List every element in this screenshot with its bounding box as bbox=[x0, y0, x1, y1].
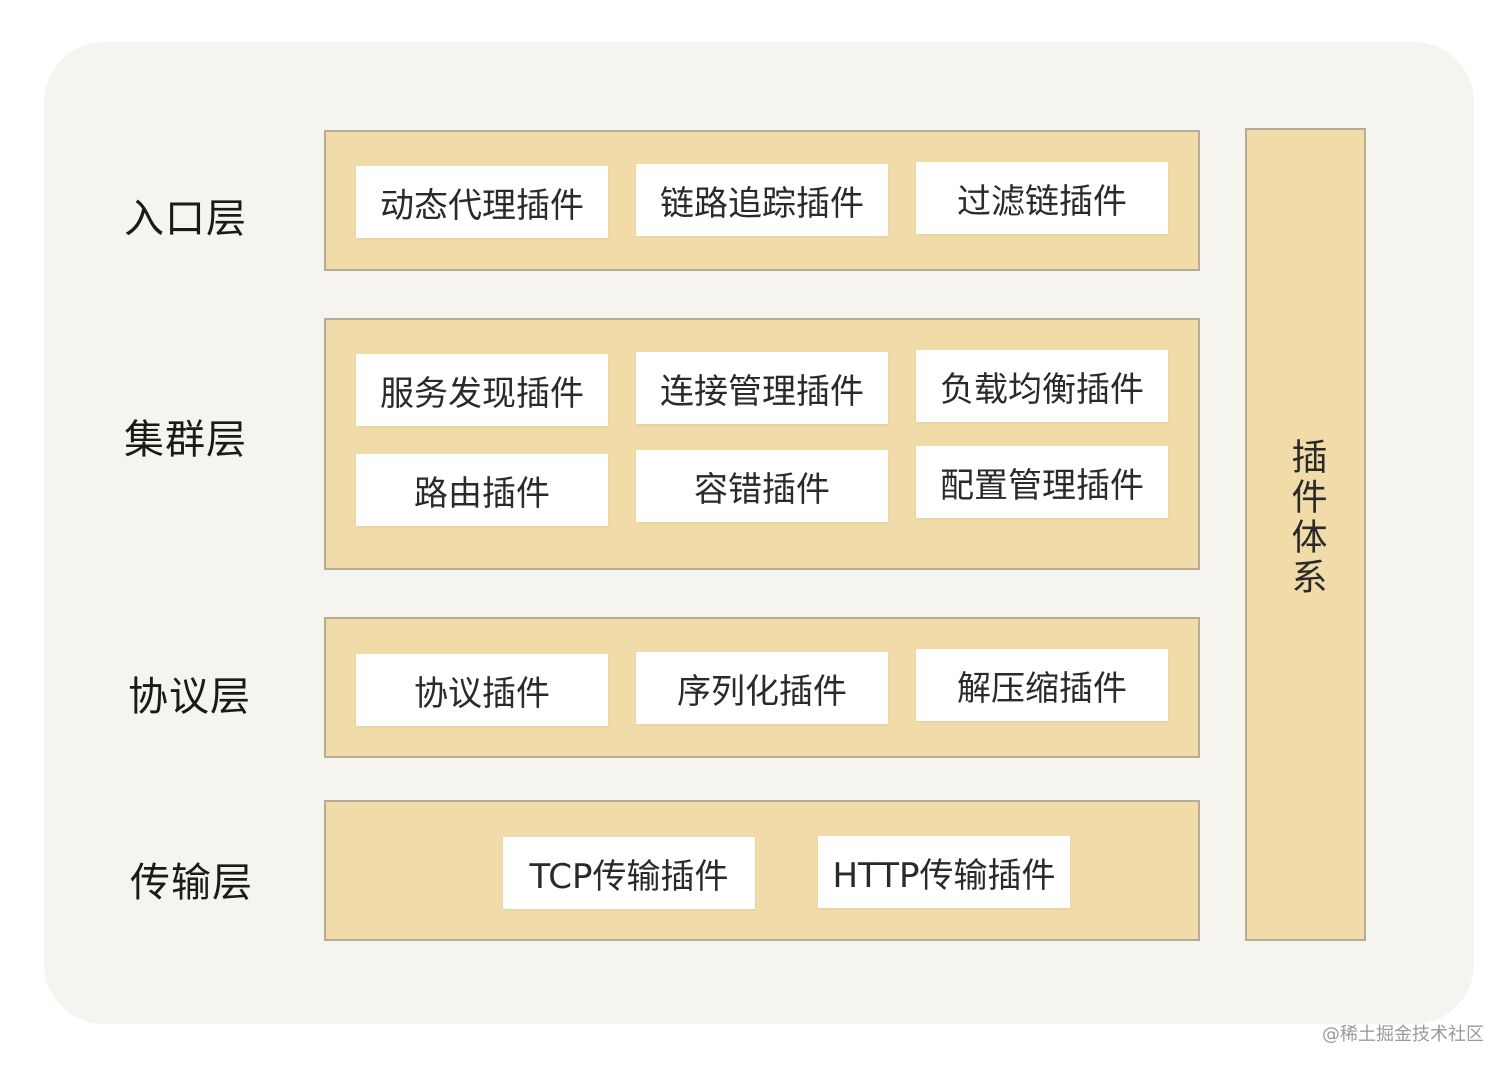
plugin-config-management: 配置管理插件 bbox=[916, 446, 1168, 518]
plugin-trace: 链路追踪插件 bbox=[636, 164, 888, 236]
plugin-compression: 解压缩插件 bbox=[916, 649, 1168, 721]
plugin-connection-management: 连接管理插件 bbox=[636, 352, 888, 424]
plugin-tcp-transport: TCP传输插件 bbox=[503, 837, 755, 909]
plugin-protocol: 协议插件 bbox=[356, 654, 608, 726]
plugin-system-box: 插件体系 bbox=[1245, 128, 1366, 941]
plugin-http-transport: HTTP传输插件 bbox=[818, 836, 1070, 908]
layer-label-transport: 传输层 bbox=[130, 860, 253, 906]
plugin-routing: 路由插件 bbox=[356, 454, 608, 526]
plugin-service-discovery: 服务发现插件 bbox=[356, 354, 608, 426]
plugin-system-label: 插件体系 bbox=[1285, 438, 1327, 598]
plugin-dynamic-proxy: 动态代理插件 bbox=[356, 166, 608, 238]
plugin-filter-chain: 过滤链插件 bbox=[916, 162, 1168, 234]
plugin-serialization: 序列化插件 bbox=[636, 652, 888, 724]
plugin-load-balance: 负载均衡插件 bbox=[916, 350, 1168, 422]
layer-label-protocol: 协议层 bbox=[128, 674, 251, 720]
watermark: @稀土掘金技术社区 bbox=[1322, 1024, 1484, 1045]
layer-label-cluster: 集群层 bbox=[124, 417, 247, 463]
plugin-fault-tolerance: 容错插件 bbox=[636, 450, 888, 522]
layer-label-entry: 入口层 bbox=[124, 196, 247, 242]
